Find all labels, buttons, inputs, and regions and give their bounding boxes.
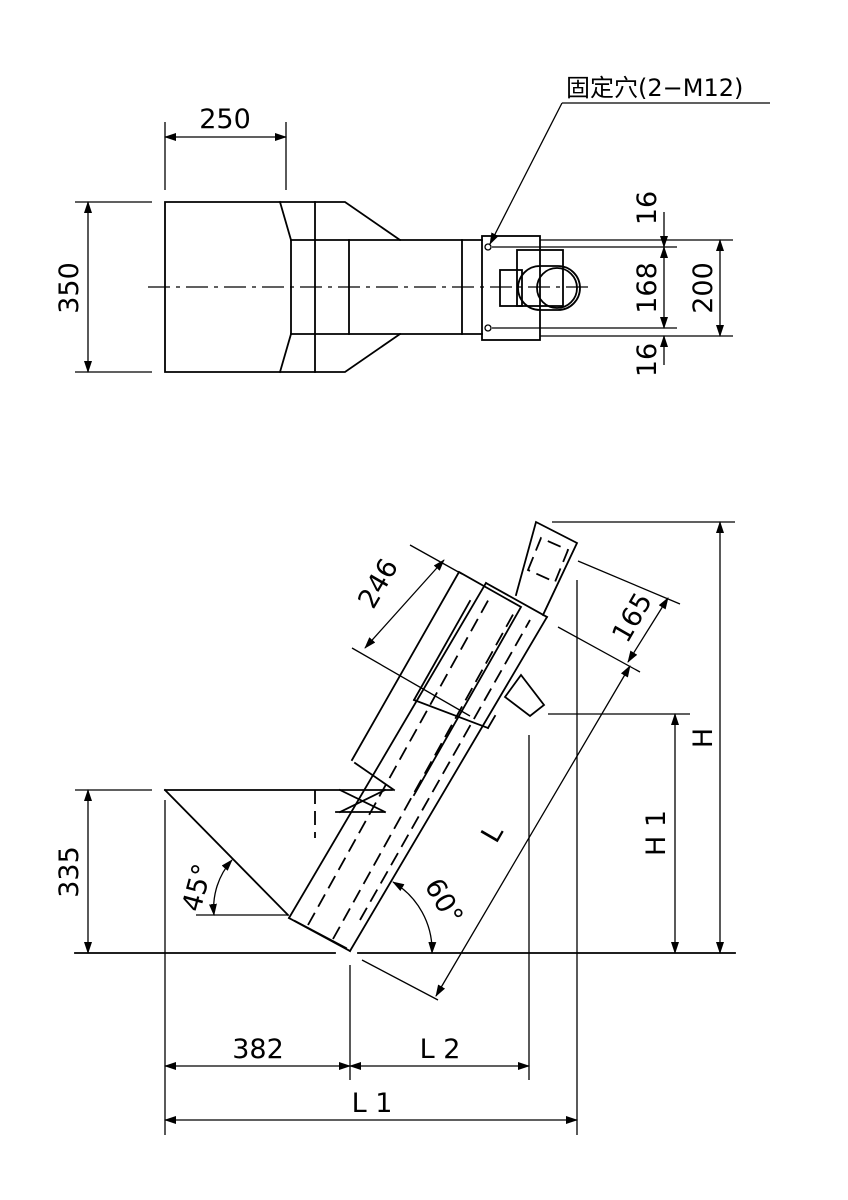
- hopper-edge: [278, 200, 293, 242]
- dim-line-l: [435, 665, 631, 997]
- dim-l: L: [475, 819, 509, 848]
- hopper-edge: [278, 332, 293, 374]
- dim-h: H: [688, 728, 719, 748]
- tube-bottom-inner: [293, 919, 348, 950]
- top-view: 固定穴(2−M12) 250 350 16 168 16 200: [54, 74, 770, 377]
- fixing-hole-leader: [489, 102, 563, 245]
- motor-body: [517, 265, 581, 311]
- housing-edge: [412, 599, 472, 702]
- tube-outer-left: [287, 581, 488, 920]
- motor-part: [516, 249, 564, 307]
- motor-hidden: [526, 536, 570, 584]
- angle-arc-60: [392, 881, 437, 954]
- hopper-slope: [163, 788, 290, 917]
- extension-line: [557, 626, 641, 673]
- angle-45: 45°: [177, 861, 219, 915]
- dim-246: 246: [352, 554, 405, 614]
- hopper-edge: [353, 761, 396, 792]
- dim-350: 350: [54, 262, 85, 314]
- dim-l1: L 1: [352, 1088, 393, 1119]
- dim-16-top: 16: [632, 191, 663, 225]
- dim-168: 168: [632, 262, 663, 314]
- hopper-brace: [338, 788, 387, 814]
- side-view: 246 165 L H H 1 335 45° 60°: [54, 520, 736, 1135]
- extension-line: [577, 560, 681, 605]
- dim-line-246: [364, 559, 445, 649]
- dim-l2: L 2: [420, 1034, 461, 1065]
- dim-250: 250: [199, 104, 251, 135]
- dim-165: 165: [606, 588, 659, 648]
- fixing-hole-label: 固定穴(2−M12): [566, 74, 743, 102]
- motor-shaft-part: [503, 673, 546, 718]
- angle-arc-45: [208, 859, 233, 916]
- extension-line: [351, 647, 471, 717]
- housing-edge: [486, 714, 497, 730]
- dim-382: 382: [232, 1034, 284, 1065]
- fixing-hole: [484, 243, 492, 251]
- flange-plate: [481, 235, 541, 341]
- dim-16-bottom: 16: [632, 343, 663, 377]
- dim-line-165: [627, 597, 669, 663]
- dim-335: 335: [54, 846, 85, 898]
- dim-h1: H 1: [641, 810, 672, 856]
- dim-200: 200: [688, 262, 719, 314]
- angle-60: 60°: [418, 873, 469, 930]
- motor-part: [499, 269, 523, 307]
- tube-top: [484, 581, 549, 619]
- extension-line: [361, 959, 439, 1001]
- fixing-hole: [484, 324, 492, 332]
- motor-end: [536, 267, 578, 309]
- motor-housing: [514, 520, 579, 617]
